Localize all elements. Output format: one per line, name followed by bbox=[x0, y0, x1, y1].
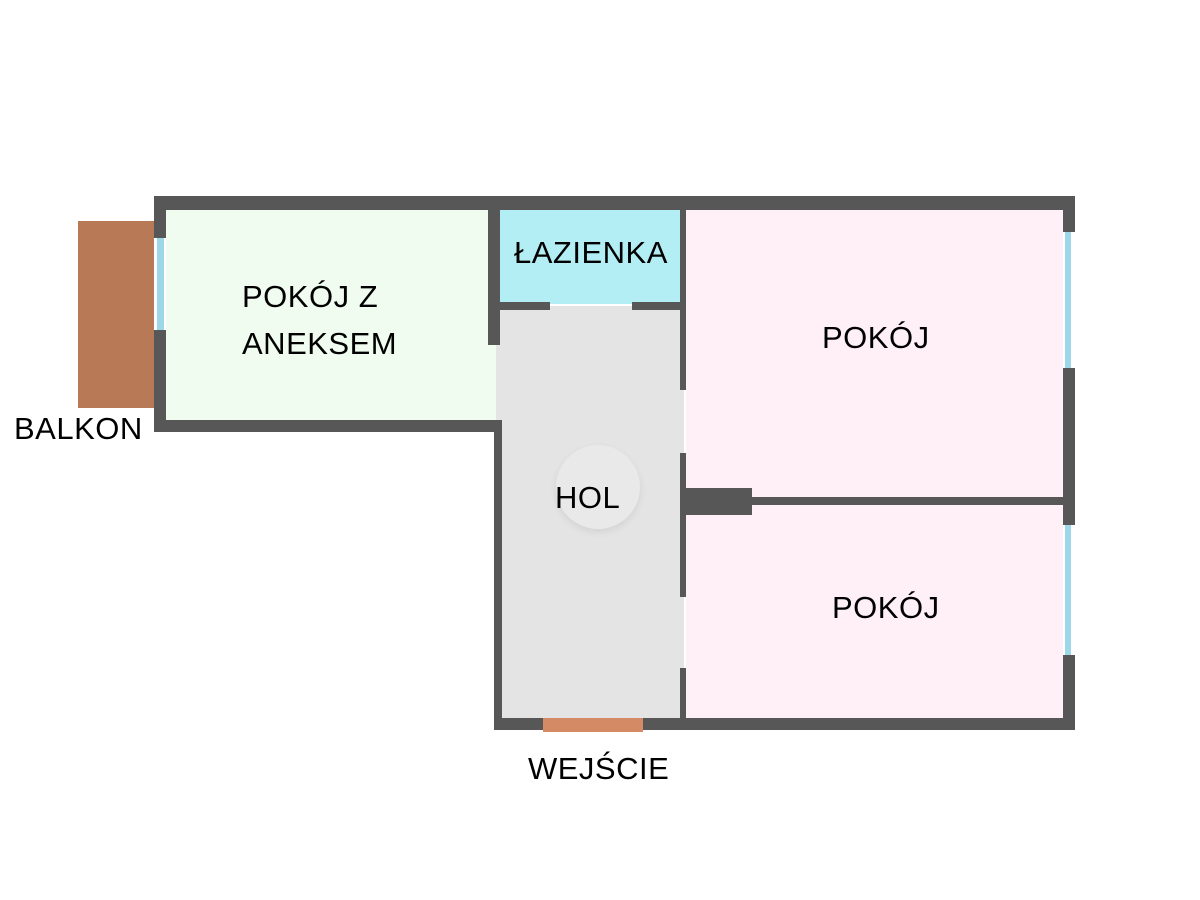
room-1-label: POKÓJ bbox=[822, 320, 930, 355]
window-living bbox=[157, 238, 164, 330]
balcony bbox=[78, 221, 154, 408]
room-2-label: POKÓJ bbox=[832, 590, 940, 625]
living-room-annex bbox=[166, 210, 496, 420]
bathroom bbox=[500, 210, 680, 304]
wall-left-upper bbox=[154, 196, 166, 238]
bathroom-label: ŁAZIENKA bbox=[514, 235, 668, 270]
wall-right-bottom bbox=[1063, 655, 1075, 730]
wall-hall-room-mid bbox=[680, 453, 686, 597]
hall-label: HOL bbox=[555, 480, 621, 515]
wall-left-lower bbox=[154, 330, 166, 432]
living-label-line2: ANEKSEM bbox=[242, 326, 398, 361]
balcony-label: BALKON bbox=[14, 411, 143, 446]
wall-bathroom-bottom-right bbox=[632, 302, 684, 310]
wall-room-divider bbox=[686, 497, 1063, 505]
wall-right-top bbox=[1063, 196, 1075, 232]
wall-top bbox=[154, 196, 1075, 210]
window-room-1 bbox=[1065, 232, 1071, 368]
entrance-label: WEJŚCIE bbox=[528, 751, 670, 786]
wall-right-mid bbox=[1063, 368, 1075, 525]
window-room-2 bbox=[1065, 525, 1071, 655]
wall-divider-pillar bbox=[686, 488, 752, 515]
wall-bathroom-bottom-left bbox=[500, 302, 550, 310]
wall-hall-room-low bbox=[680, 668, 686, 720]
wall-living-bottom bbox=[154, 420, 502, 432]
room-2 bbox=[686, 505, 1063, 718]
wall-bathroom-room bbox=[680, 210, 686, 390]
room-1 bbox=[686, 210, 1063, 498]
living-label-line1: POKÓJ Z bbox=[242, 279, 379, 314]
wall-living-bathroom bbox=[488, 210, 500, 345]
wall-hall-left bbox=[494, 420, 502, 730]
entrance-door[interactable] bbox=[543, 718, 643, 732]
hall-watermark bbox=[556, 445, 640, 529]
